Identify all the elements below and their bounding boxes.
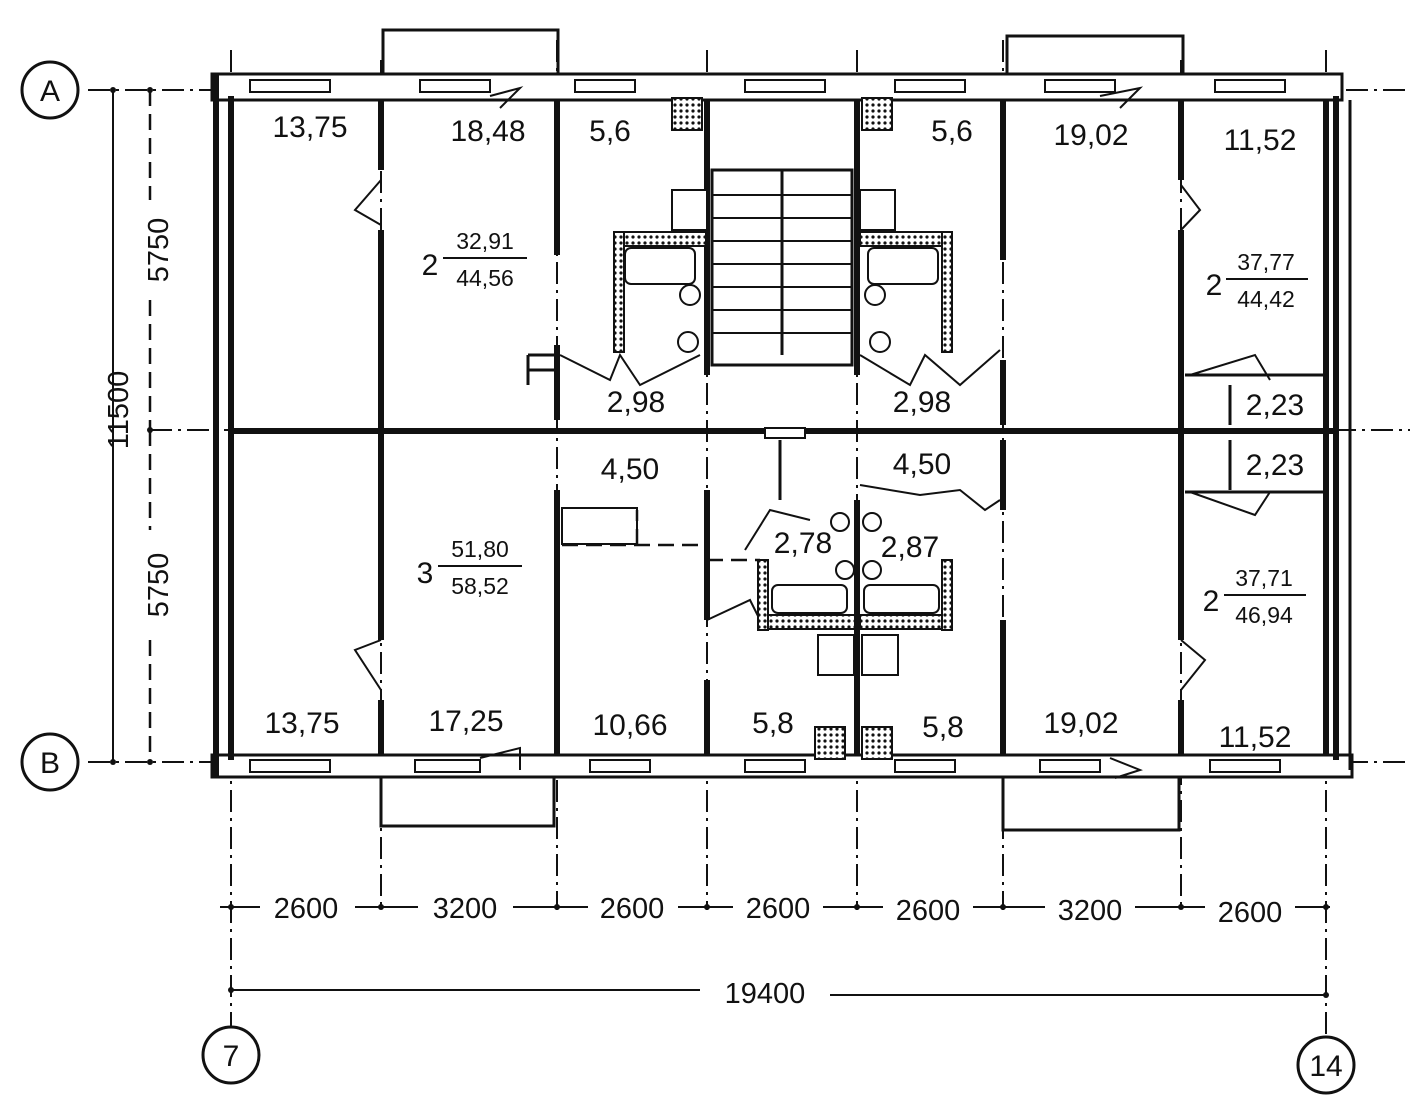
axis-label-a: A (40, 75, 60, 108)
doors (353, 86, 1271, 779)
apartment-total-area: 44,42 (1237, 286, 1295, 312)
apartment-label: 2 37,71 46,94 (1203, 565, 1306, 628)
room-areas-bottom: 13,75 17,25 10,66 5,8 5,8 19,02 11,52 (264, 705, 1291, 754)
axis-markers (20, 60, 1356, 1095)
room-area: 10,66 (592, 709, 667, 742)
room-area: 4,50 (893, 448, 951, 481)
dim-upper-5750: 5750 (143, 218, 175, 283)
apartment-living-area: 32,91 (456, 228, 514, 254)
span-dimensions: 2600 3200 2600 2600 2600 3200 2600 (260, 890, 1295, 929)
room-areas-top: 13,75 18,48 5,6 5,6 19,02 11,52 (272, 111, 1296, 157)
span-dimension: 2600 (896, 895, 961, 927)
axis-label-14: 14 (1309, 1050, 1342, 1083)
axis-label-b: B (40, 747, 60, 780)
room-area: 4,50 (601, 453, 659, 486)
apartment-rooms: 2 (422, 249, 439, 282)
exterior-walls (210, 72, 1354, 779)
apartment-rooms: 3 (417, 557, 434, 590)
axis-label-7: 7 (223, 1040, 240, 1073)
span-dimension: 2600 (274, 893, 339, 925)
room-area: 13,75 (272, 111, 347, 144)
apartment-living-area: 37,71 (1235, 565, 1293, 591)
interior-walls (231, 100, 1336, 755)
room-area: 2,78 (774, 527, 832, 560)
span-dimension: 3200 (433, 893, 498, 925)
vertical-dimensions (110, 87, 153, 765)
room-area: 17,25 (428, 705, 503, 738)
room-area: 19,02 (1043, 707, 1118, 740)
dim-lower-5750: 5750 (143, 553, 175, 618)
apartment-total-area: 58,52 (451, 573, 509, 599)
room-area: 5,8 (752, 707, 794, 740)
room-area: 5,8 (922, 711, 964, 744)
dim-total-11500: 11500 (103, 371, 135, 450)
room-area: 13,75 (264, 707, 339, 740)
room-area: 11,52 (1219, 721, 1292, 754)
fixtures (526, 353, 760, 562)
span-dimension: 2600 (1218, 897, 1283, 929)
room-area: 2,23 (1246, 449, 1304, 482)
span-dimension: 2600 (746, 893, 811, 925)
span-dimension: 3200 (1058, 895, 1123, 927)
total-width-dimension: 19400 (725, 978, 806, 1010)
room-area: 5,6 (589, 115, 631, 148)
room-area: 11,52 (1224, 124, 1297, 157)
room-area: 19,02 (1053, 119, 1128, 152)
room-areas-mid: 2,98 2,98 2,23 4,50 4,50 2,23 2,78 2,87 (601, 386, 1304, 564)
room-area: 18,48 (450, 115, 525, 148)
room-area: 2,98 (607, 386, 665, 419)
apartment-living-area: 37,77 (1237, 249, 1295, 275)
room-area: 2,87 (881, 531, 939, 564)
room-area: 2,23 (1246, 389, 1304, 422)
apartment-rooms: 2 (1203, 585, 1220, 618)
apartment-label: 3 51,80 58,52 (417, 536, 522, 599)
apartment-total-area: 46,94 (1235, 602, 1293, 628)
apartment-rooms: 2 (1206, 269, 1223, 302)
staircase (710, 168, 860, 500)
apartment-living-area: 51,80 (451, 536, 509, 562)
apartment-label: 2 32,91 44,56 (422, 228, 527, 291)
bathrooms (613, 97, 953, 760)
room-area: 2,98 (893, 386, 951, 419)
apartment-total-area: 44,56 (456, 265, 514, 291)
room-area: 5,6 (931, 115, 973, 148)
apartment-label: 2 37,77 44,42 (1206, 249, 1308, 312)
span-dimension: 2600 (600, 893, 665, 925)
